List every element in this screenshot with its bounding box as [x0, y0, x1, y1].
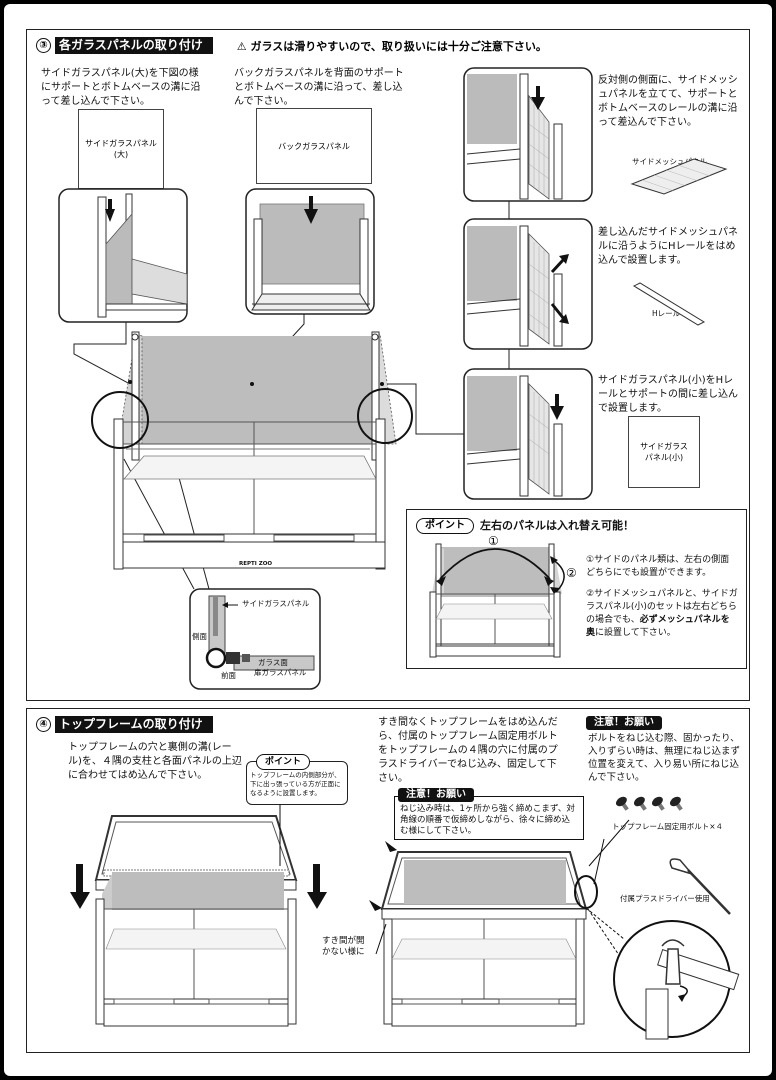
side-large-label-card: サイドガラスパネル (大) [78, 109, 164, 189]
swap-number-1: ① [488, 534, 499, 548]
swap-point-tag: ポイント [416, 518, 474, 534]
mesh-label: サイドメッシュパネル [632, 157, 707, 166]
warning-icon: ⚠ [236, 39, 247, 53]
notice1-text: ねじ込み時は、1ヶ所から強く締めこまず、対角線の順番で仮締めしながら、徐々に締め… [400, 804, 575, 836]
corner-detail [189, 588, 321, 690]
warning-message: ガラスは滑りやすいので、取り扱いには十分ご注意下さい。 [250, 39, 547, 53]
hrail-drawing [632, 282, 706, 326]
section4-illustration [70, 796, 740, 1040]
swap-point-title: 左右のパネルは入れ替え可能！ [480, 519, 634, 532]
detail-glass-face-label: ガラス面 [258, 658, 288, 667]
top-frame-lower-drawing [70, 804, 327, 1027]
step-top-text: トップフレームの穴と裏側の溝(レール)を、４隅の支柱と各面パネルの上辺に合わせて… [68, 742, 242, 781]
top-point-tag: ポイント [256, 754, 311, 770]
side-small-label-1: サイドガラス [640, 442, 688, 451]
side-small-label-2: パネル(小) [644, 453, 684, 462]
section3-number: ③ [36, 38, 51, 53]
step-side-large-text: サイドガラスパネル(大)を下図の様にサポートとボトムベースの溝に沿って差し込んで… [41, 68, 201, 107]
notice2-text: ボルトをねじ込む際、固かったり、入りずらい時は、無理にねじ込まず位置を変えて、入… [588, 733, 741, 783]
step-back-text: バックガラスパネルを背面のサポートとボトムベースの溝に沿って、差し込んで下さい。 [234, 68, 404, 107]
gap-label: すき間が開かない様に [322, 936, 365, 957]
step-mesh-text: 反対側の側面に、サイドメッシュパネルを立てて、サポートとボトムベースのレールの溝… [598, 75, 738, 128]
detail-side-panel-label: サイドガラスパネル [242, 599, 310, 608]
section3-title: 各ガラスパネルの取り付け [55, 37, 213, 54]
driver-label: 付属プラスドライバー使用 [620, 894, 710, 903]
hrail-label: Hレール [652, 309, 681, 318]
swap-point-box [406, 509, 747, 669]
brand-logo: REPTI ZOO [239, 561, 273, 567]
section4-title: トップフレームの取り付け [55, 716, 213, 733]
swap-item-2-bold: 必ずメッシュパネルを奥 [586, 615, 730, 638]
step-side-small-text: サイドガラスパネル(小)をHレールとサポートの間に差し込んで設置します。 [598, 375, 738, 414]
notice2-tag: 注意！お願い [586, 716, 662, 730]
manual-page: ③ 各ガラスパネルの取り付け ⚠ ガラスは滑りやすいので、取り扱いには十分ご注意… [4, 4, 772, 1076]
top-frame-installed-drawing [369, 838, 673, 1035]
swap-item-1: ①サイドのパネル類は、左右の側面どちらにでも設置ができます。 [586, 555, 730, 578]
section4-frame [26, 708, 750, 1053]
magnify-detail [613, 920, 740, 1040]
section3-illustration [58, 67, 728, 690]
section4-header: ④ トップフレームの取り付け [36, 716, 213, 733]
back-label-card: バックガラスパネル [256, 108, 372, 184]
section3-frame [26, 29, 750, 701]
bolts-drawing [588, 796, 683, 867]
photo-side-large-insert [58, 188, 188, 323]
notice1-tag: 注意！お願い [398, 788, 474, 802]
section4-number: ④ [36, 717, 51, 732]
photo-hrail-insert [463, 218, 593, 350]
warning-text: ⚠ ガラスは滑りやすいので、取り扱いには十分ご注意下さい。 [237, 38, 547, 54]
step-bolt-text: すき間なくトップフレームをはめ込んだら、付属のトップフレーム固定用ボルトをトップ… [378, 717, 558, 784]
notice1-box [394, 796, 584, 840]
swap-number-2: ② [566, 566, 577, 580]
detail-side-label: 側面 [192, 632, 207, 641]
detail-front-label: 前面 [221, 671, 236, 680]
main-terrarium [91, 331, 413, 570]
side-large-label-2: (大) [113, 150, 129, 159]
section3-header: ③ 各ガラスパネルの取り付け ⚠ ガラスは滑りやすいので、取り扱いには十分ご注意… [36, 37, 547, 54]
side-small-label-card: サイドガラス パネル(小) [628, 416, 700, 488]
photo-back-insert [245, 188, 375, 315]
back-label: バックガラスパネル [278, 141, 350, 151]
screwdriver-drawing [669, 858, 731, 915]
swap-illustration [429, 543, 565, 658]
swap-item-2: ②サイドメッシュパネルと、サイドガラスパネル(小)のセットは左右どちらの場合でも… [586, 588, 738, 640]
side-large-label-1: サイドガラスパネル [85, 139, 157, 148]
top-point-text: トップフレームの内側部分が、下に出っ張っている方が正面になるように設置します。 [250, 771, 341, 797]
swap-item-2-c: に設置して下さい。 [595, 628, 676, 638]
swap-item-2-a: ②サイドメッシュパネルと、サイドガラスパネル(小)のセットは左右どちらの場合でも… [586, 589, 738, 625]
mesh-panel-drawing [630, 158, 728, 195]
detail-door-glass-label: 扉ガラスパネル [254, 668, 307, 677]
photo-mesh-insert [463, 67, 593, 202]
bolt-label: トップフレーム固定用ボルト×４ [612, 822, 724, 831]
photo-side-small-insert [463, 368, 593, 500]
step-hrail-text: 差し込んだサイドメッシュパネルに沿うようにHレールをはめ込んで設置します。 [598, 227, 738, 266]
